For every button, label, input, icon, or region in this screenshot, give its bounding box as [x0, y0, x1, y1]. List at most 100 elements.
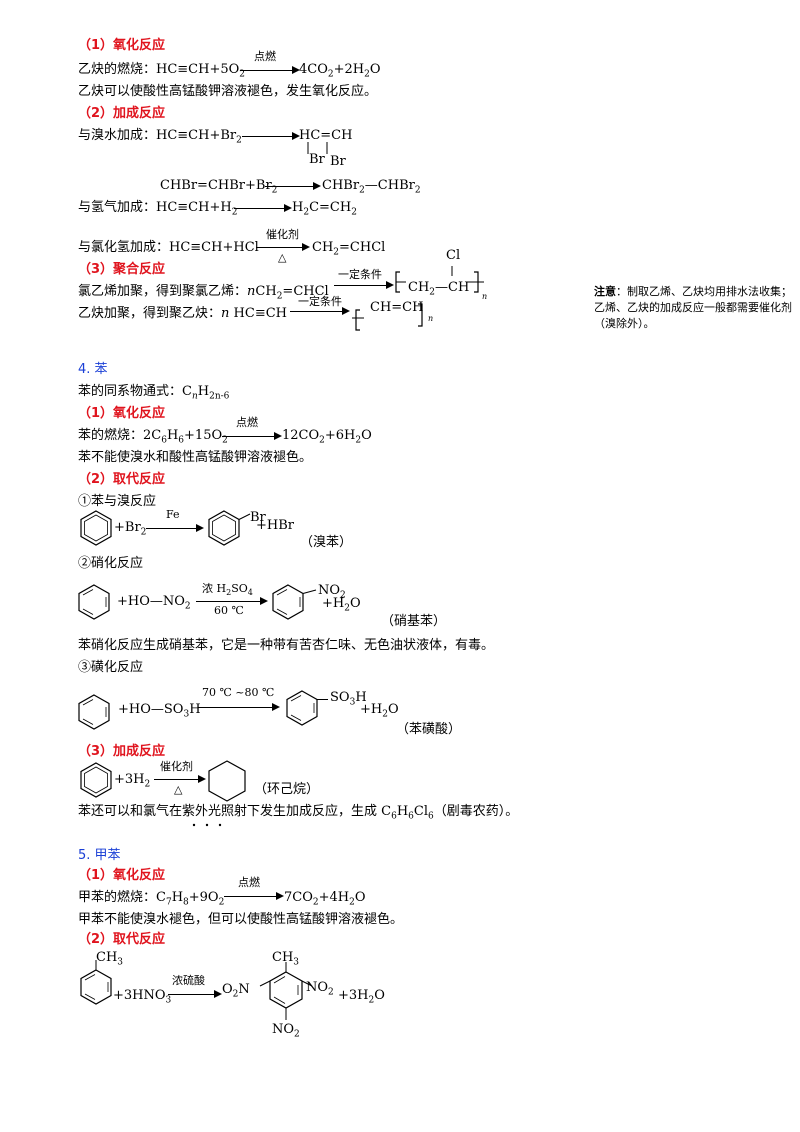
hcl-catalyst-condition: 催化剂 — [266, 228, 299, 241]
hydrogen-reagent: +3H2 — [114, 772, 151, 790]
benzene-combustion-left: 苯的燃烧：2C6H6+15O2 — [78, 428, 228, 446]
polyacetylene-bracket — [352, 303, 423, 331]
toluene-substitution-heading: （2）取代反应 — [78, 932, 166, 947]
para-nitro-group: NO2 — [306, 980, 334, 998]
sulfonation-temperature: 70 ℃ ~80 ℃ — [202, 686, 275, 699]
nitration-temperature: 60 ℃ — [214, 604, 244, 617]
benzene-oxidation-heading: （1）氧化反应 — [78, 406, 166, 421]
reaction-arrow — [198, 703, 280, 711]
nitric-acid-reagent: +3HNO3 — [113, 988, 172, 1006]
bromobenzene-ring — [208, 510, 251, 546]
reaction-arrow — [334, 281, 394, 289]
reaction-arrow — [196, 597, 268, 605]
heat-condition: △ — [278, 251, 287, 264]
degree-of-polymerization: n — [428, 314, 434, 323]
benzene-combustion-right: 12CO2+6H2O — [282, 428, 372, 446]
alkyne-bromine-left: 与溴水加成：HC≡CH+Br2 — [78, 128, 242, 146]
alkyne-combustion-right: 4CO2+2H2O — [299, 62, 381, 80]
bond-lines — [307, 142, 328, 154]
polyacetylene-condition: 一定条件 — [298, 295, 342, 308]
nitrobenzene-ring — [272, 584, 317, 620]
benzene-ring — [80, 762, 112, 798]
tnt-methyl-group: CH3 — [272, 950, 300, 968]
bromine-substituent: Br — [330, 154, 346, 169]
pvc-chain: CH2—CH — [408, 280, 470, 298]
note-box: 注意：制取乙烯、乙炔均用排水法收集；乙烯、乙炔的加成反应一般都需要催化剂（溴除外… — [594, 285, 792, 330]
bromo-group: Br — [250, 510, 266, 525]
benzene-no-kmno4: 苯不能使溴水和酸性高锰酸钾溶液褪色。 — [78, 450, 313, 465]
alkyne-combustion-left: 乙炔的燃烧：HC≡CH+5O2 — [78, 62, 246, 80]
reaction-arrow — [146, 524, 204, 532]
reaction-arrow — [290, 307, 350, 315]
hbr-product: +HBr — [256, 518, 294, 533]
polyacetylene-chain: CH=CH — [370, 300, 424, 315]
toluene-nitration-water: +3H2O — [338, 988, 385, 1006]
alkyne-kmno4-line: 乙炔可以使酸性高锰酸钾溶液褪色，发生氧化反应。 — [78, 84, 378, 99]
sulfonation-title: ③磺化反应 — [78, 660, 144, 675]
alkyne-hydrogen-left: 与氢气加成：HC≡CH+H2 — [78, 200, 238, 218]
cyclohexane-ring — [208, 760, 246, 802]
nitrobenzene-description: 苯硝化反应生成硝基苯，它是一种带有苦杏仁味、无色油状液体，有毒。 — [78, 638, 495, 653]
benzene-section-heading: 4. 苯 — [78, 362, 108, 377]
toluene-combustion-right: 7CO2+4H2O — [284, 890, 366, 908]
nitration-water: +H2O — [322, 596, 361, 614]
benzene-combustion-condition: 点燃 — [236, 416, 258, 429]
concentrated-sulfuric-acid-condition: 浓硫酸 — [172, 974, 205, 987]
pvc-condition: 一定条件 — [338, 268, 382, 281]
benzene-ring — [78, 584, 110, 620]
toluene-ring — [80, 960, 112, 1005]
pvc-chlorine: Cl — [446, 248, 461, 263]
benzenesulfonic-acid-ring — [286, 690, 328, 726]
benzene-substitution-heading: （2）取代反应 — [78, 472, 166, 487]
reaction-arrow — [256, 243, 310, 251]
alkyne-hydrogen-right: H2C=CH2 — [292, 200, 357, 218]
toluene-oxidation-heading: （1）氧化反应 — [78, 868, 166, 883]
alkyne-polymerization-heading: （3）聚合反应 — [78, 262, 166, 277]
pvc-polymerization-line: 氯乙烯加聚，得到聚氯乙烯：nCH2=CHCl — [78, 284, 329, 302]
ortho-nitro-group: O2N — [222, 982, 250, 1000]
sulfuric-acid-reagent: +HO—SO3H — [118, 702, 201, 720]
alkyne-hcl-right: CH2=CHCl — [312, 240, 386, 258]
benzene-general-formula: 苯的同系物通式：CnH2n-6 — [78, 384, 230, 402]
reaction-arrow — [234, 204, 292, 212]
reaction-arrow — [224, 892, 284, 900]
nitrobenzene-name: （硝基苯） — [381, 614, 447, 629]
chlorine-addition-description: 苯还可以和氯气在紫外光照射下发生加成反应，生成 C6H6Cl6（剧毒农药）。 — [78, 804, 519, 822]
bromination-title: ①苯与溴反应 — [78, 494, 157, 509]
benzene-ring — [78, 694, 110, 730]
iron-catalyst: Fe — [166, 508, 180, 521]
toluene-section-heading: 5. 甲苯 — [78, 848, 121, 863]
polyacetylene-line: 乙炔加聚，得到聚乙炔：n HC≡CH — [78, 306, 287, 321]
alkyne-hcl-left: 与氯化氢加成：HC≡CH+HCl — [78, 240, 259, 255]
heat-condition: △ — [174, 783, 183, 796]
nitric-acid-reagent: +HO—NO2 — [117, 594, 191, 612]
alkyne-oxidation-heading: （1）氧化反应 — [78, 38, 166, 53]
benzene-addition-heading: （3）加成反应 — [78, 744, 166, 759]
alkyne-combustion-condition: 点燃 — [254, 50, 276, 63]
bromobenzene-name: （溴苯） — [300, 535, 353, 550]
sulfonation-water: +H2O — [360, 702, 399, 720]
sulfonic-group: SO3H — [330, 690, 367, 708]
bromine-substituent: Br — [309, 152, 325, 167]
cyclohexane-name: （环己烷） — [254, 782, 320, 797]
reaction-arrow — [265, 182, 321, 190]
toluene-kmno4-line: 甲苯不能使溴水褪色，但可以使酸性高锰酸钾溶液褪色。 — [78, 912, 404, 927]
methyl-group: CH3 — [96, 950, 124, 968]
toluene-combustion-condition: 点燃 — [238, 876, 260, 889]
nitration-title: ②硝化反应 — [78, 556, 144, 571]
reaction-arrow — [222, 432, 282, 440]
benzenesulfonic-acid-name: （苯磺酸） — [396, 722, 462, 737]
pvc-bracket-structure — [395, 266, 484, 293]
degree-of-polymerization: n — [482, 292, 488, 301]
alkyne-bromine-product: HC=CH — [299, 128, 353, 143]
reaction-arrow — [240, 66, 300, 74]
nitration-acid-condition: 浓 H2SO4 — [202, 582, 253, 598]
nitro-group: NO2 — [318, 583, 346, 601]
bottom-nitro-group: NO2 — [272, 1022, 300, 1040]
benzene-ring — [80, 510, 112, 546]
dibromo-addition-left: CHBr=CHBr+Br2 — [160, 178, 278, 196]
reaction-arrow — [242, 132, 300, 140]
emphasis-dots — [192, 823, 222, 827]
toluene-combustion-left: 甲苯的燃烧：C7H8+9O2 — [78, 890, 225, 908]
reaction-arrow — [154, 775, 206, 783]
